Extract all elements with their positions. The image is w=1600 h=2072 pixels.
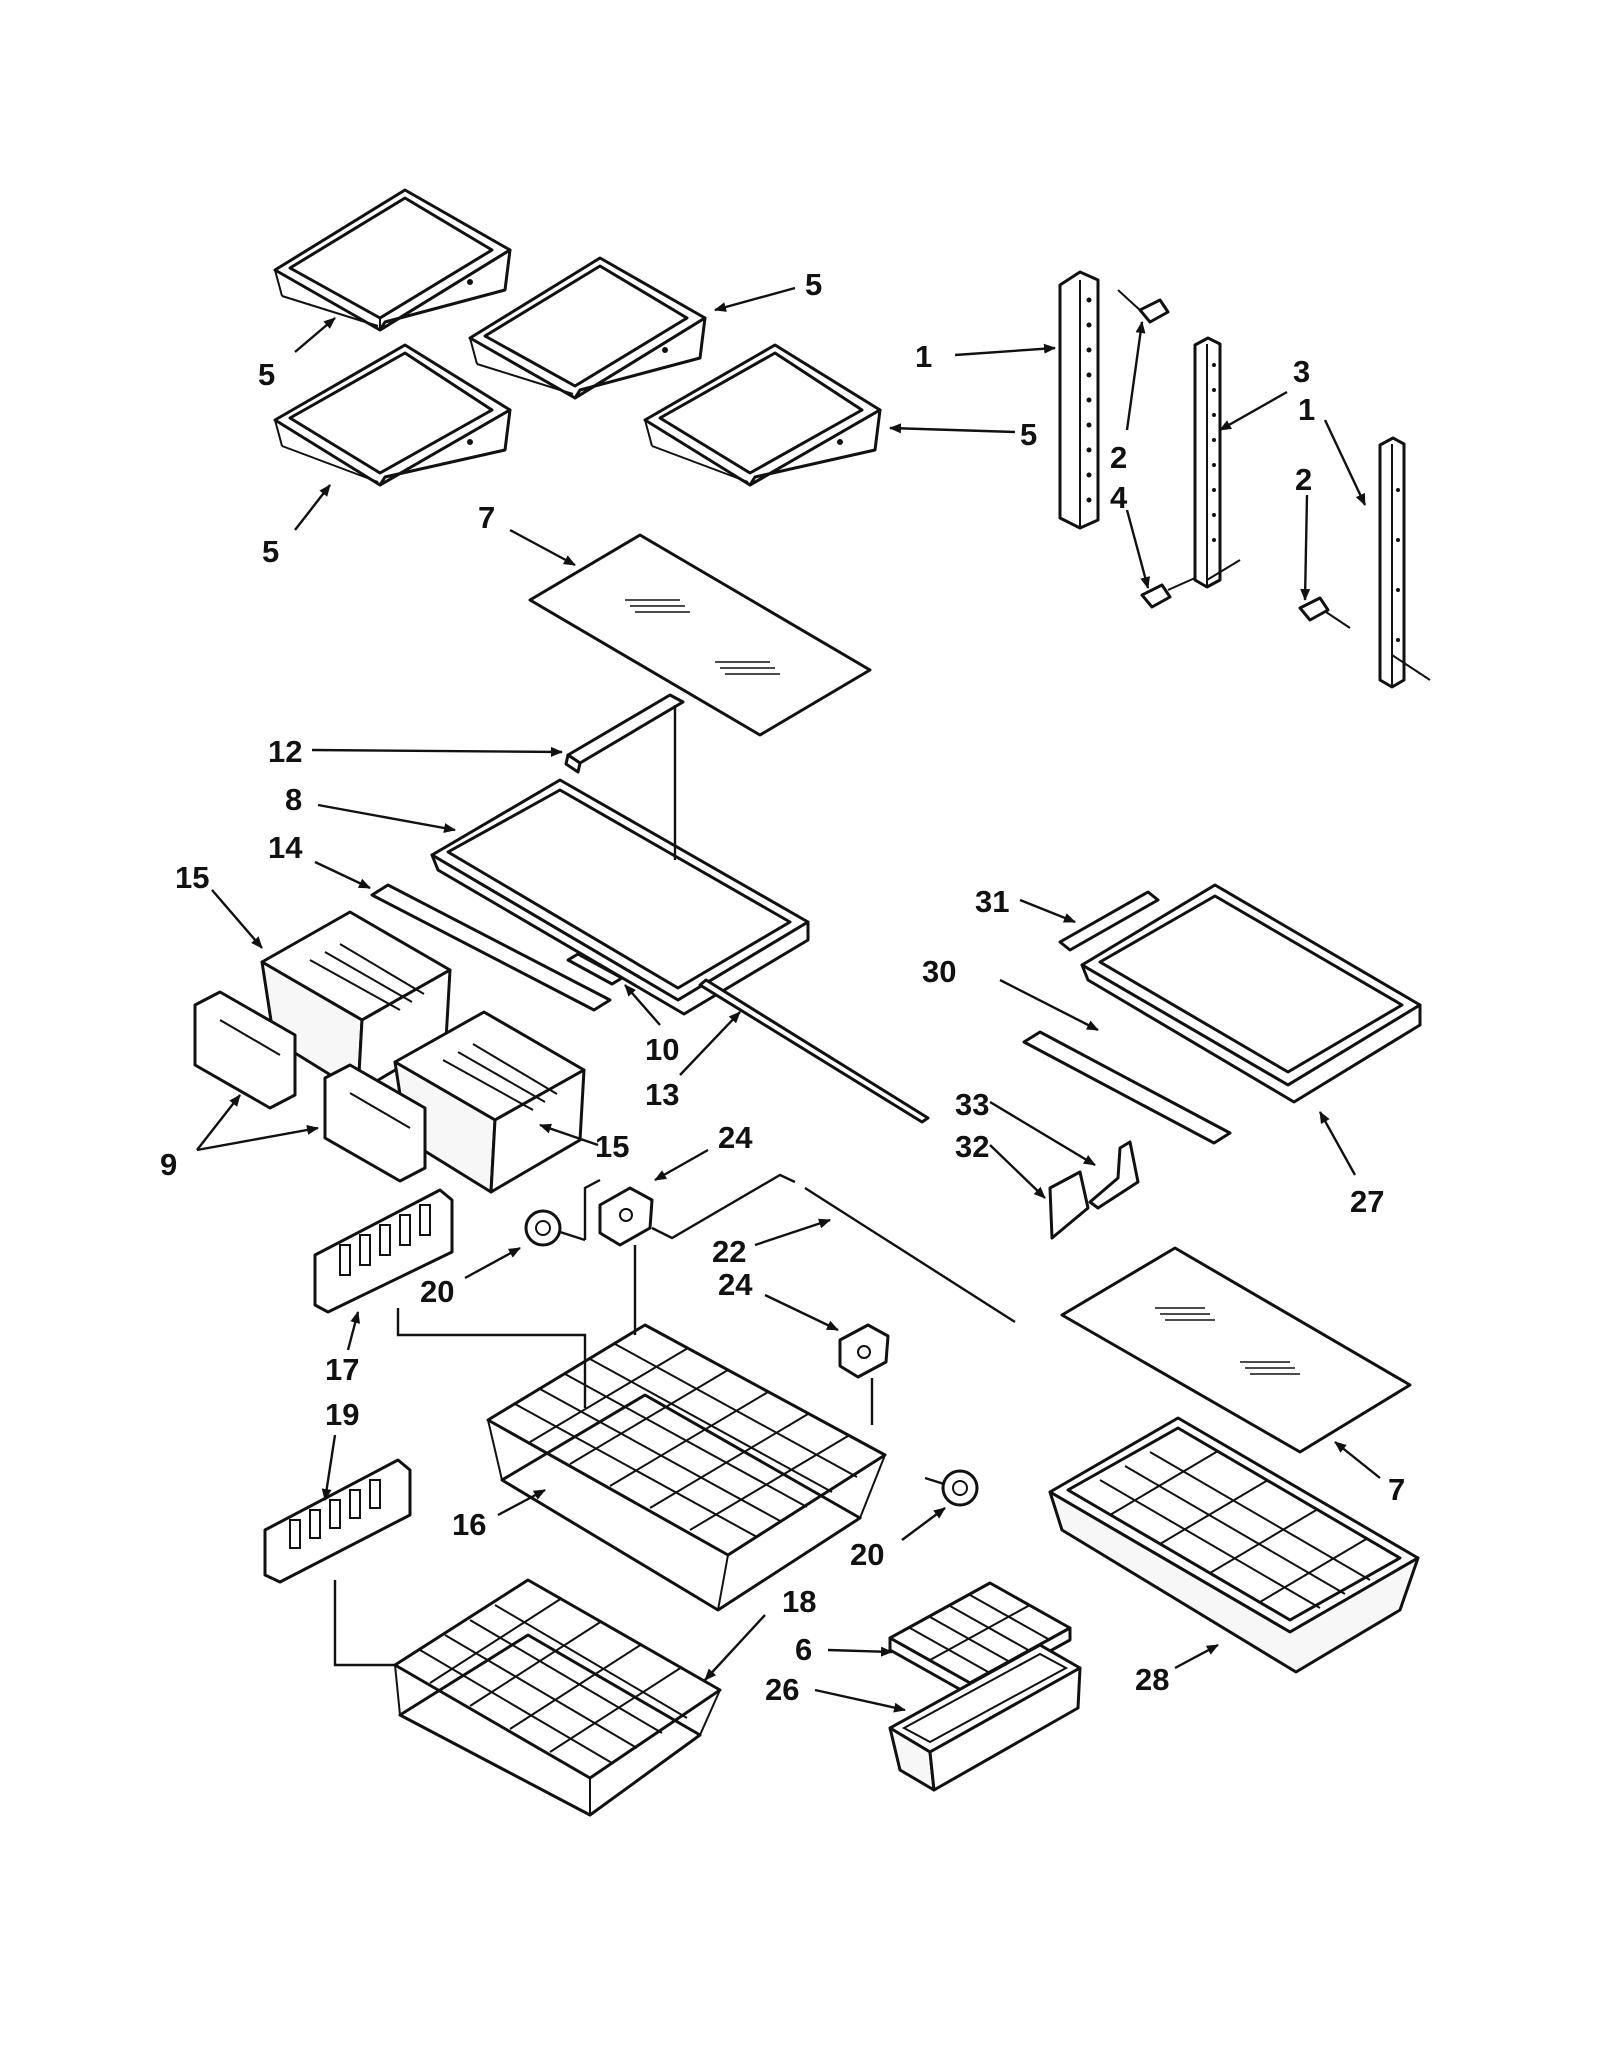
basket-divider-upper [313,1188,454,1314]
pantry-slide [1058,890,1160,952]
screw-upper [1117,289,1170,324]
callout-3-track-center: 3 [1293,354,1310,389]
basket-divider-lower [263,1458,412,1584]
shelf-track-left [1058,270,1100,530]
shelf-middle-left [273,343,512,487]
callout-15-drawer-left: 15 [175,860,209,895]
crisper-drawer-left [260,910,452,1094]
bin-mount-upper [598,1186,654,1247]
pantry-drawer-frame [1080,883,1422,1104]
crisper-drawer-right [393,1010,586,1194]
callout-7-glass-lower: 7 [1388,1472,1405,1507]
callout-2-screw-right: 2 [1295,462,1312,497]
callout-17: 17 [325,1352,359,1387]
callout-27: 27 [1350,1184,1384,1219]
callout-18: 18 [782,1584,816,1619]
callout-10-slide: 10 [645,1032,679,1067]
callout-28: 28 [1135,1662,1169,1697]
shelf-top-center [468,256,707,400]
callout-19: 19 [325,1397,359,1432]
callout-labels: 1 2 3 4 1 2 5 5 5 5 5 7 12 8 14 15 10 13… [160,267,1405,1707]
drawer-handle-upper [193,990,297,1110]
wire-basket-lower [333,1578,722,1817]
callout-16: 16 [452,1507,486,1542]
callout-8-frame: 8 [285,782,302,817]
drawer-handle-lower [323,1063,427,1183]
wire-basket-upper [396,1245,887,1612]
callout-30: 30 [922,954,956,989]
callout-6: 6 [795,1632,812,1667]
callout-15-drawer-right: 15 [595,1129,629,1164]
slide-rail-bracket [564,693,685,774]
bracket-a [1088,1140,1140,1210]
callout-5-shelf-b: 5 [805,267,822,302]
gear-lower [924,1469,979,1507]
leader-lines [196,286,1381,1713]
ice-storage-bin [888,1643,1082,1792]
glass-shelf-lower [1060,1246,1412,1454]
callout-26: 26 [765,1672,799,1707]
crisper-cover-frame [430,705,810,1016]
callout-24-upper: 24 [718,1120,753,1155]
shelf-top-left [273,188,512,332]
drive-shaft [583,1173,1016,1324]
screw-lower-right [1298,596,1351,629]
callout-31: 31 [975,884,1009,919]
shelf-track-center [1193,336,1241,589]
callout-5-shelf-a: 5 [258,357,275,392]
shelf-middle-right [643,343,882,487]
pantry-divider [1022,1030,1232,1145]
bracket-b [1048,1170,1090,1240]
callout-1-track-left: 1 [915,339,932,374]
callout-9-handles: 9 [160,1147,177,1182]
callout-20-upper: 20 [420,1274,454,1309]
callout-12-slide: 12 [268,734,302,769]
bin-mount-lower [838,1323,890,1379]
callout-5-shelf-d: 5 [262,534,279,569]
humidity-slide [566,952,624,986]
deli-drawer [1048,1416,1420,1674]
callout-7-glass-upper: 7 [478,500,495,535]
callout-13-rod: 13 [645,1077,679,1112]
callout-5-shelf-c: 5 [1020,417,1037,452]
rod [698,978,930,1124]
callout-22: 22 [712,1234,746,1269]
callout-2-screw-upper: 2 [1110,440,1127,475]
callout-20-lower: 20 [850,1537,884,1572]
glass-shelf-upper [528,533,872,737]
callout-24-lower: 24 [718,1267,753,1302]
gear-upper [524,1209,586,1247]
callout-14-divider: 14 [268,830,303,865]
callout-33: 33 [955,1087,989,1122]
callout-1-track-right: 1 [1298,392,1315,427]
divider-bar [370,883,612,1012]
callout-4-screw-lower: 4 [1110,480,1128,515]
callout-32: 32 [955,1129,989,1164]
shelf-track-right [1378,436,1431,689]
screw-lower-center [1140,577,1196,609]
